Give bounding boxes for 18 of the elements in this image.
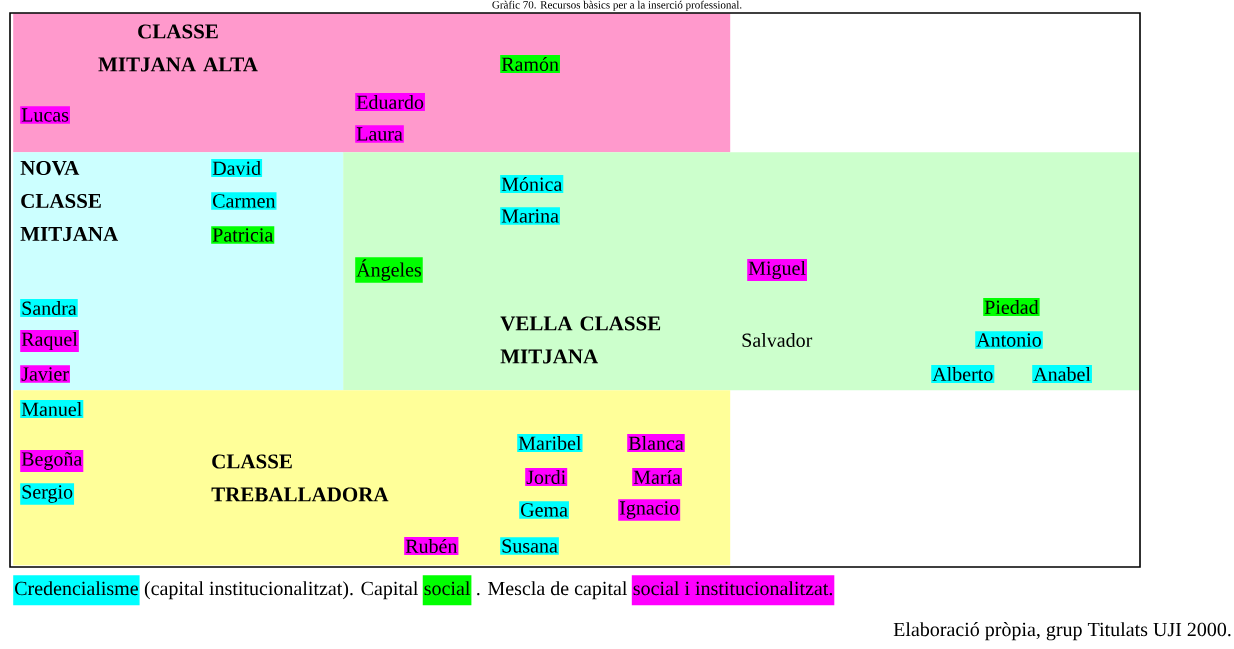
highlighted-name: Laura	[355, 125, 404, 143]
name-label: Salvador	[742, 332, 813, 348]
highlighted-name: Begoña	[20, 450, 84, 472]
highlighted-name: Patricia	[211, 226, 275, 244]
highlighted-name: Raquel	[20, 329, 79, 353]
highlighted-name: Ángeles	[355, 257, 423, 283]
highlighted-name: Sergio	[20, 483, 75, 505]
highlighted-name: Ignacio	[618, 499, 681, 521]
highlighted-name: Lucas	[20, 106, 70, 124]
highlighted-name: Gema	[519, 501, 569, 519]
title: Gràfic 70. Recursos bàsics per a la inserció professional.	[492, 0, 742, 11]
highlighted-name: Antonio	[975, 331, 1043, 349]
highlighted-name: Marina	[500, 207, 560, 225]
highlighted-name: Susana	[500, 537, 559, 555]
highlighted-name: Miguel	[747, 258, 807, 282]
caption: Elaboració pròpia, grup Titulats UJI 2000.	[893, 622, 1231, 641]
highlighted-name: Javier	[20, 365, 70, 383]
highlighted-name: Carmen	[211, 192, 277, 210]
